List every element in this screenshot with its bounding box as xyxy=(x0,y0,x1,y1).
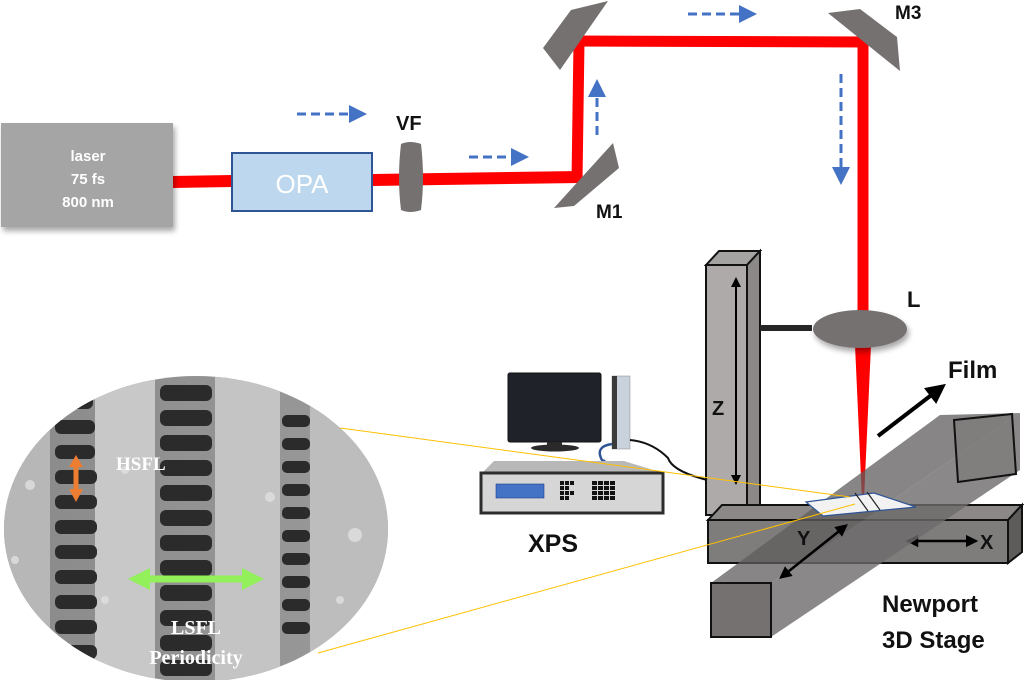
controller-keypad-left xyxy=(560,481,574,500)
mirror-m2 xyxy=(543,1,608,70)
beam-direction-arrows xyxy=(297,5,850,185)
opa-box xyxy=(231,152,373,212)
beam-laser-to-opa xyxy=(171,175,233,188)
mirror-m1-shape xyxy=(554,143,619,208)
controller-cable xyxy=(629,439,708,481)
z-tower-side xyxy=(746,248,761,511)
laser-label-line1: laser xyxy=(70,148,105,165)
lsfl-label-line1: LSFL xyxy=(171,617,221,639)
film-indicator: Film xyxy=(876,357,997,438)
z-axis-tower: Z xyxy=(703,248,812,516)
mirror-m3: M3 xyxy=(828,3,921,71)
focusing-lens: L xyxy=(813,287,920,348)
y-stage-near-end xyxy=(710,582,772,638)
laser-source: laser 75 fs 800 nm xyxy=(1,123,173,227)
sem-image-inset: HSFL LSFL Periodicity xyxy=(4,376,388,680)
scan-line-2 xyxy=(866,491,881,511)
film-label: Film xyxy=(948,357,997,384)
m3-label: M3 xyxy=(895,3,921,24)
zoom-line-top xyxy=(339,427,851,498)
controller-keypad-right xyxy=(592,481,615,500)
focused-beam xyxy=(855,345,871,500)
x-axis-label: X xyxy=(980,532,994,554)
zoom-line-bottom xyxy=(317,503,856,654)
lsfl-arrow xyxy=(128,568,264,590)
controller-top xyxy=(482,461,663,473)
monitor-screen xyxy=(507,372,602,443)
stage-label-line1: Newport xyxy=(882,591,978,618)
y-axis-arrow xyxy=(779,524,848,579)
mirror-m3-shape xyxy=(828,9,900,71)
sem-dark-grooves xyxy=(55,385,310,676)
stage-label-line2: 3D Stage xyxy=(882,627,985,654)
variable-filter-shape xyxy=(399,142,423,212)
z-tower-front xyxy=(705,264,748,516)
laser-label-line3: 800 nm xyxy=(62,194,114,211)
laser-box xyxy=(1,123,173,227)
xps-controller: XPS xyxy=(479,372,708,558)
lsfl-label-line2: Periodicity xyxy=(149,647,242,669)
beam-m2-to-m3 xyxy=(572,35,869,48)
sem-particles xyxy=(11,466,362,604)
vf-label: VF xyxy=(396,113,422,135)
laser-label-line2: 75 fs xyxy=(71,171,105,188)
lens-label: L xyxy=(907,287,920,312)
hsfl-arrow xyxy=(69,455,83,502)
variable-filter: VF xyxy=(396,113,423,212)
mirror-m2-shape xyxy=(543,1,608,70)
zoom-guide-lines xyxy=(317,427,856,654)
pc-tower-front xyxy=(612,376,617,449)
scan-line-1 xyxy=(854,492,869,512)
beam-m1-to-m2 xyxy=(571,40,585,182)
xps-label: XPS xyxy=(528,530,578,558)
opa-label: OPA xyxy=(276,169,330,199)
monitor-base xyxy=(531,444,579,452)
hsfl-label: HSFL xyxy=(116,454,166,475)
mirror-m1: M1 xyxy=(554,143,623,223)
y-axis-label: Y xyxy=(797,528,811,550)
lens-shape xyxy=(813,310,907,348)
film-arrow xyxy=(876,383,946,438)
usb-cable-blue xyxy=(598,442,613,463)
controller-display xyxy=(495,483,545,499)
opa-module: OPA xyxy=(231,152,373,212)
m1-label: M1 xyxy=(596,202,623,223)
y-stage-far-end xyxy=(952,412,1018,484)
z-axis-label: Z xyxy=(712,398,724,420)
